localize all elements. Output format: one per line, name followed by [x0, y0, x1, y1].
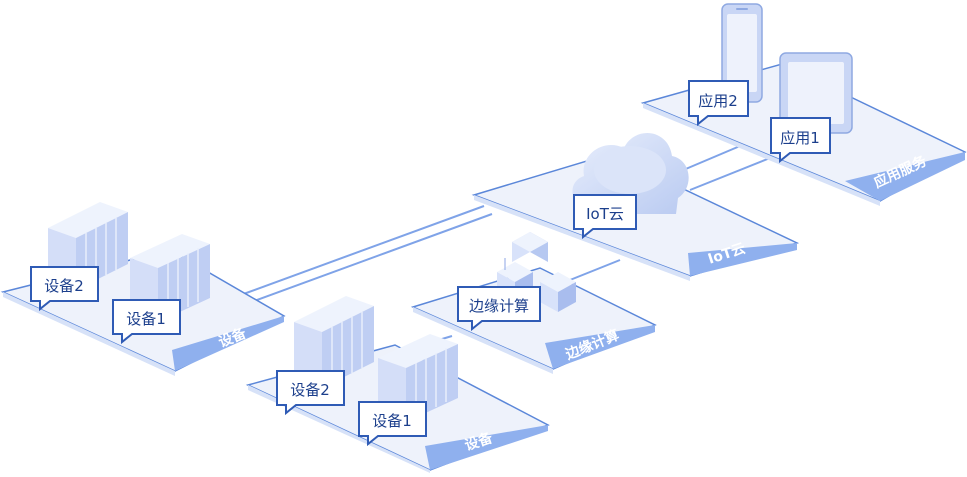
platform-iot-cloud-band: [688, 243, 797, 276]
platform-devices-left-edge: [3, 292, 175, 376]
cloud-icon: [572, 133, 689, 214]
platform-app-service-band: [845, 152, 965, 201]
platform-devices-left-band: [172, 316, 284, 371]
tag-app-2-label: 应用2: [698, 92, 738, 110]
tag-device-2-left: 设备2: [30, 266, 99, 312]
platform-edge: 边缘计算 边缘计算: [410, 232, 657, 374]
tag-device-1-left: 设备1: [112, 299, 181, 345]
platform-devices-left: 设备 设备2 设备1: [0, 202, 286, 376]
tag-app-1: 应用1: [770, 117, 831, 164]
tag-device-2-bottom: 设备2: [276, 370, 345, 416]
line-devices-left-to-cloud-2: [245, 213, 493, 305]
tag-app-2: 应用2: [688, 80, 749, 127]
platform-devices-bottom-band: [425, 425, 548, 470]
line-cloud-to-app-2: [689, 155, 776, 191]
phone-icon: [721, 3, 763, 103]
tag-device-2-bottom-label: 设备2: [290, 381, 330, 399]
platform-app-service-edge: [643, 103, 880, 206]
tablet-icon: [779, 52, 853, 134]
tag-iot-cloud-label: IoT云: [586, 205, 624, 223]
tag-device-2-left-label: 设备2: [44, 277, 84, 295]
tag-edge-label: 边缘计算: [469, 297, 529, 315]
tag-device-1-bottom: 设备1: [358, 401, 427, 447]
platform-edge-edge: [413, 307, 553, 374]
tag-iot-cloud: IoT云: [573, 194, 637, 240]
platform-edge-band: [545, 325, 655, 369]
tag-device-1-bottom-label: 设备1: [372, 412, 412, 430]
platform-app-service: 应用服务 应用2 应用1: [640, 3, 967, 206]
line-devices-left-to-cloud: [237, 205, 485, 297]
tag-device-1-left-label: 设备1: [126, 310, 166, 328]
platform-devices-bottom: 设备 设备2 设备1: [245, 296, 550, 473]
tag-edge: 边缘计算: [457, 286, 541, 332]
platform-iot-cloud: IoT云 IoT云: [471, 133, 800, 281]
tag-app-1-label: 应用1: [780, 129, 820, 147]
